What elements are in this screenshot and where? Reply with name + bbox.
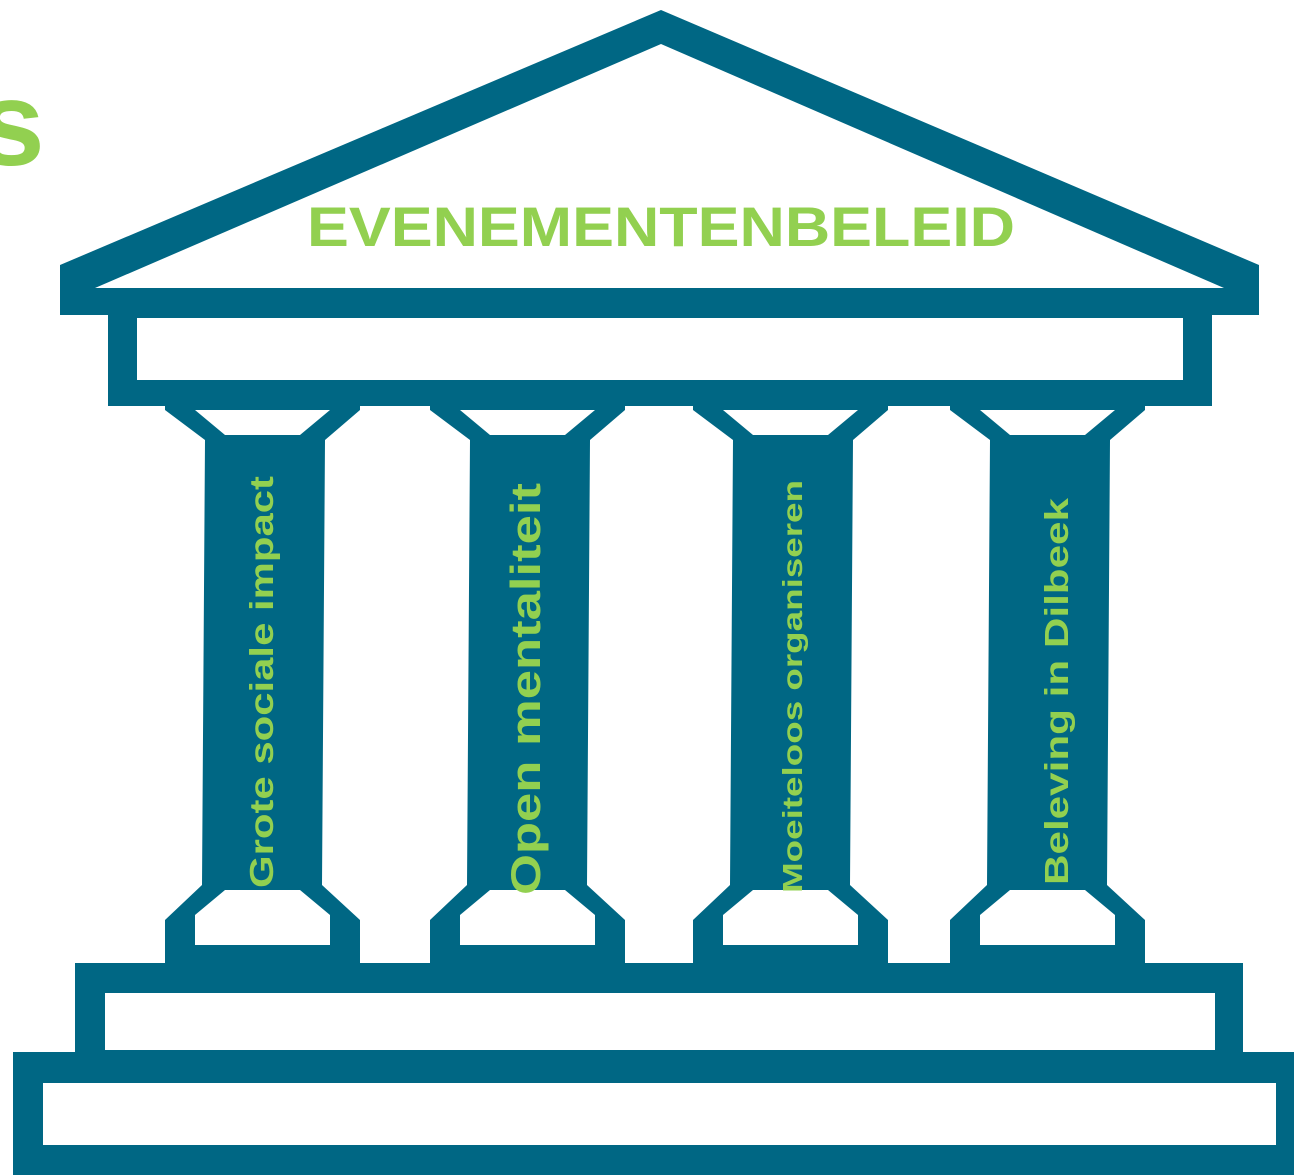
roof <box>60 10 1259 315</box>
pillar-3-label: Moeiteloos organiseren <box>777 480 808 893</box>
pillar-2-label: Open mentaliteit <box>502 483 549 895</box>
roof-title: EVENEMENTENBELEID <box>307 195 1015 258</box>
pillar-4 <box>950 380 1145 965</box>
pillar-1 <box>165 380 360 965</box>
pillar-2 <box>430 380 625 965</box>
cropped-edge-text: s <box>0 57 45 191</box>
pillar-3 <box>693 380 888 965</box>
pillar-4-label: Beleving in Dilbeek <box>1038 497 1075 885</box>
base-step <box>13 1052 1294 1175</box>
pillar-1-label: Grote sociale impact <box>243 476 280 888</box>
entablature <box>108 288 1212 406</box>
upper-step <box>75 963 1243 1063</box>
